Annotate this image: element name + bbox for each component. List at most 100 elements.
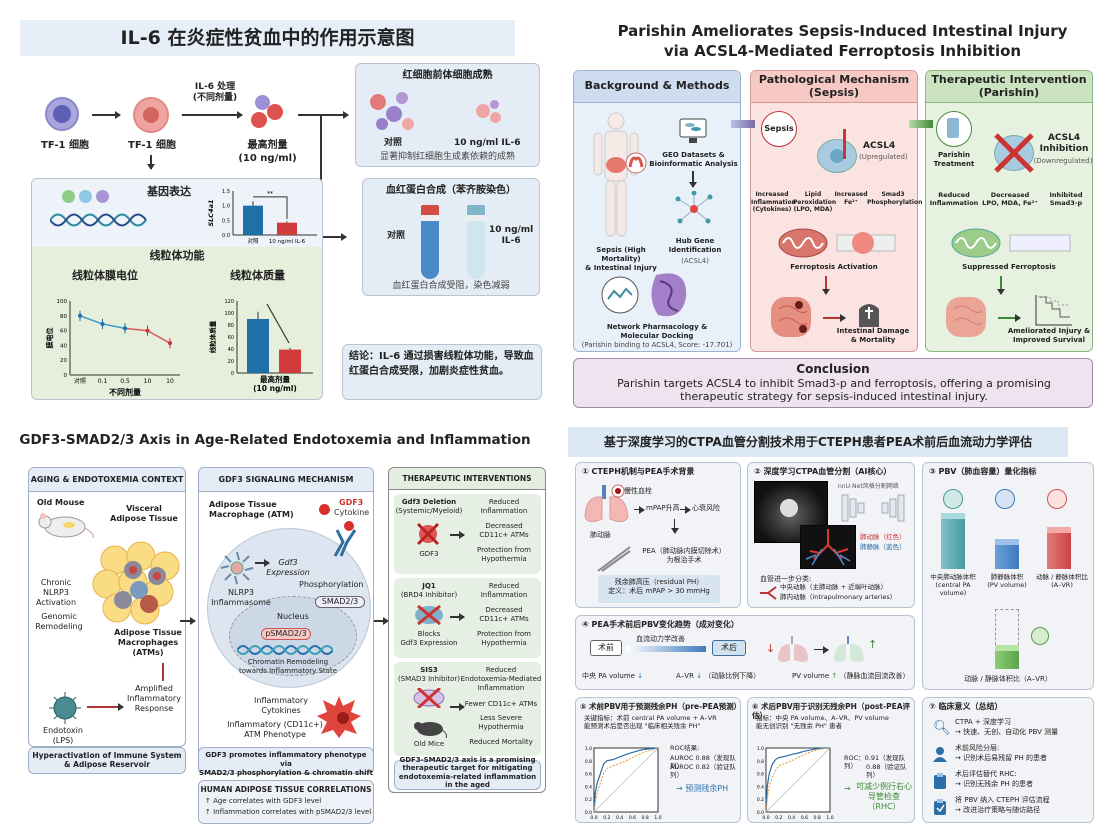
p7-line1: 将 PBV 纳入 CTEPH 评估流程: [955, 796, 1050, 804]
roc-curve-2: [765, 747, 831, 813]
atm-label: Adipose Tissue Macrophage (ATM): [209, 500, 294, 519]
p4-avr-text: A–VR: [676, 672, 694, 680]
lungs-icon: [584, 484, 629, 523]
maturation-il6: 10 ng/ml IL-6: [454, 138, 521, 148]
inflammatory-macrophage-icon: [317, 696, 361, 738]
tf1-cell-icon: [45, 97, 79, 131]
effect: Reduced Endotoxemia-Mediated Inflammatio…: [460, 666, 542, 692]
dose-cells-icon: [255, 95, 270, 110]
treatment-label: IL-6 处理 (不同剂量): [192, 82, 238, 104]
arrow: [823, 314, 846, 322]
hemoglobin-box: 血红蛋白合成（苯齐胺染色） 对照 10 ng/ml IL-6 血红蛋白合成受阻，…: [362, 178, 540, 296]
p7-line1: 术后评估替代 RHC:: [955, 770, 1017, 778]
cell: [402, 118, 414, 130]
arrow: [450, 531, 465, 539]
context-title: AGING & ENDOTOXEMIA CONTEXT: [29, 468, 185, 492]
therapy-sub: (BRD4 Inhibitor): [400, 591, 458, 599]
gdf3-expression-label: Gdf3 Expression: [266, 558, 310, 577]
central-pa-icon: [943, 489, 963, 509]
intra-label: 肺内动脉（intrapulmonary arteries）: [780, 593, 897, 601]
context-panel: AGING & ENDOTOXEMIA CONTEXT Old Mouse Vi…: [28, 467, 186, 747]
y-tick-label: 80: [228, 323, 234, 329]
y-tick-label: 0.0: [585, 810, 592, 816]
p4-avr-note: （动脉比例下降）: [704, 672, 761, 680]
therapy-note: Blocks Gdf3 Expression: [400, 630, 458, 647]
arrow: [814, 646, 829, 654]
dose-cell: [251, 112, 267, 128]
p4-title: ④ PEA手术前后PBV变化趋势（成对变化）: [582, 620, 739, 629]
suppressed-ferroptosis-label: Suppressed Ferroptosis: [962, 263, 1056, 271]
correlation-item-2: ↑ Inflammation correlates with pSMAD2/3 …: [199, 808, 373, 817]
arrow: [182, 111, 243, 119]
diagonal-reference: [765, 747, 831, 813]
maturation-caption: 显著抑制红细胞生成素依赖的成熟: [379, 152, 515, 162]
correlation-item-1: ↑ Age correlates with GDF3 level: [199, 797, 373, 806]
gene-network-icon: [675, 191, 713, 224]
tf1-cell-label: TF-1 细胞: [41, 140, 89, 151]
nlrp3-label: Chronic NLRP3 Activation: [35, 578, 77, 607]
vessel-icon: [1031, 627, 1049, 645]
therapy-sub: (Systemic/Myeloid): [395, 507, 463, 515]
pa-label: 肺动脉: [590, 531, 611, 539]
data-point: [123, 326, 127, 331]
cell: [386, 106, 402, 122]
p3-title: ③ PBV（肺血容量）量化指标: [929, 467, 1037, 476]
arrow: [92, 111, 121, 119]
up-arrow-icon: [843, 129, 846, 159]
roc-line: ROC：0.91（发现队列）: [844, 754, 906, 771]
stem-cell-icon: [62, 190, 75, 203]
effect: Decreased CD11c+ ATMs: [479, 522, 529, 539]
old-mouse-label: Old Mouse: [37, 498, 85, 507]
arrow: [87, 703, 124, 711]
therapy-name-text: Gdf3 Deletion: [401, 498, 457, 506]
survival-curve-icon: [1035, 295, 1072, 326]
x-tick-label: 0.0: [762, 815, 769, 821]
arrow: [374, 617, 389, 625]
therapy-footer-text: GDF3-SMAD2/3 axis is a promising therape…: [398, 756, 537, 790]
roc-line: AUROC 0.88（发现队列）: [670, 754, 736, 771]
p2-box: ② 深度学习CTPA血管分割（AI核心） nnU-Net风格分割网络 肺动脉（红…: [747, 462, 915, 608]
p4-central-text: 中央 PA volume: [582, 672, 635, 680]
hub-gene-sub: (ACSL4): [681, 257, 709, 265]
hemoglobin-il6: 10 ng/ml IL-6: [489, 225, 534, 247]
p7-line2: → 改进治疗策略与随访路径: [955, 806, 1041, 814]
dose-cell: [267, 104, 283, 120]
roc-chart-pre: 0.00.00.20.20.40.40.60.60.80.81.01.0: [585, 746, 662, 821]
residual-definition: 定义：术后 mPAP > 30 mmHg: [608, 586, 710, 595]
blocked-gdf3-icon: [416, 522, 440, 546]
clipboard-check-icon: [934, 799, 946, 815]
patho-box: Pathological Mechanism (Sepsis) Sepsis A…: [750, 70, 923, 352]
mechanism-panel: GDF3 SIGNALING MECHANISM Adipose Tissue …: [198, 467, 374, 774]
therapy-title: THERAPEUTIC INTERVENTIONS: [389, 468, 545, 490]
blocked-brd4-icon: [415, 604, 443, 626]
cell-icon: [79, 190, 92, 203]
lungs-pre-icon: [778, 636, 808, 662]
network-label: nnU-Net风格分割网络: [838, 483, 899, 490]
arrow: [298, 111, 349, 119]
y-axis-label: 膜电位: [45, 328, 54, 350]
x-axis-label: 不同剂量: [109, 387, 141, 397]
metric-label: 动脉 / 静脉体积比 (A–VR): [1036, 573, 1088, 590]
q3-title: GDF3-SMAD2/3 Axis in Age-Related Endotox…: [19, 432, 531, 448]
mechanism-footer: GDF3 promotes inflammatory phenotype via…: [198, 747, 374, 777]
hub-gene-label: Hub Gene Identification: [668, 237, 722, 254]
therapy-item-gdf3: Gdf3 Deletion (Systemic/Myeloid) GDF3 Re…: [394, 494, 541, 574]
arrow: [180, 617, 196, 625]
improve-arrow: [626, 646, 706, 652]
y-tick-label: 0.8: [757, 759, 764, 765]
y-tick-label: 1.0: [585, 746, 592, 752]
correlations-box: HUMAN ADIPOSE TISSUE CORRELATIONS ↑ Age …: [198, 780, 374, 824]
flow-arrow-2: [909, 120, 933, 128]
data-point: [168, 341, 172, 346]
network-label: Network Pharmacology & Molecular Docking: [606, 323, 708, 340]
therapy-sub: (SMAD3 Inhibitor): [398, 675, 460, 683]
x-tick-label: 0.6: [801, 815, 808, 821]
cells-control-icon: [370, 94, 386, 110]
p6-desc: 指标：中央 PA volume、A–VR、PV volume 能无创识别 "无残…: [756, 714, 889, 731]
arrow: [450, 613, 465, 621]
y-tick-label: 100: [224, 311, 234, 317]
down-arrow-icon: ↓: [696, 672, 703, 680]
patho-effect-4: Smad3 Phosphorylation: [867, 191, 923, 206]
inhibition-x-icon: [994, 133, 1034, 173]
q1-panel: IL-6 在炎症性贫血中的作用示意图 TF-1 细胞 TF-1 细胞 IL-6 …: [0, 0, 560, 415]
